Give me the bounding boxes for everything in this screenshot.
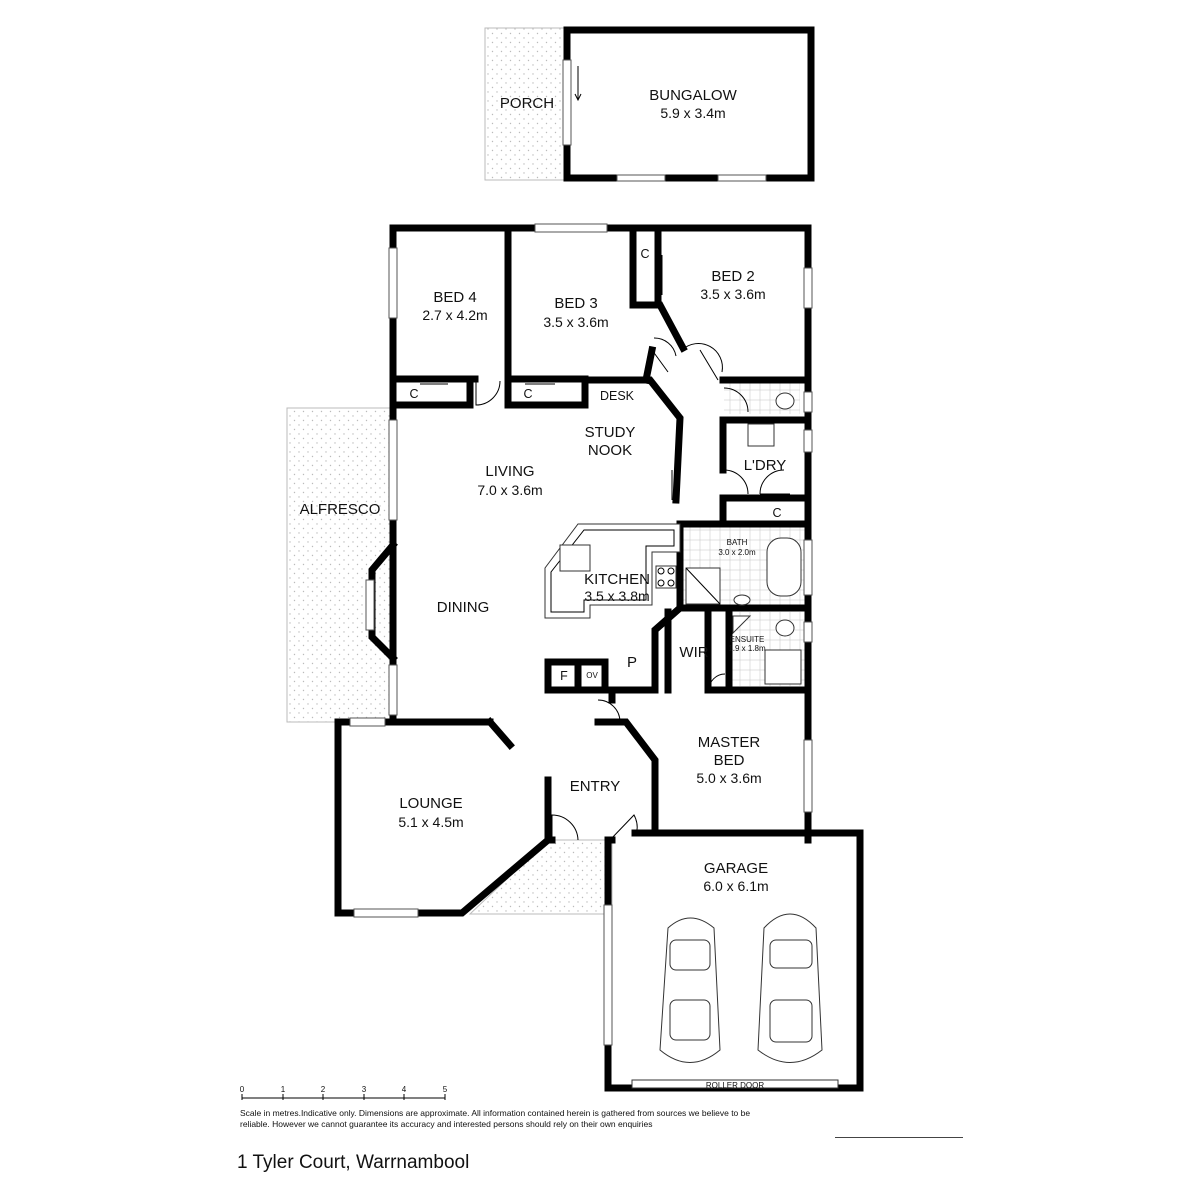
ensuite-label: ENSUITE [730,635,765,644]
cooktop-burner-2 [667,567,675,575]
lounge-top-window [349,717,386,727]
cooktop-burner-1 [657,567,665,575]
lounge-dims: 5.1 x 4.5m [398,814,463,830]
bed4-door [475,380,501,406]
bungalow-dims: 5.9 x 3.4m [660,105,725,121]
entry-door-right [609,814,638,841]
bed4-dims: 2.7 x 4.2m [422,307,487,323]
bed4-window [388,247,398,319]
toilet-top [775,392,795,410]
study-label-1: STUDY [585,424,636,441]
ensuite-basin [732,615,752,635]
lounge-window [353,908,419,918]
kitchen-dims: 3.5 x 3.8m [584,588,649,604]
bed3-dims: 3.5 x 3.6m [543,314,608,330]
car-right-icon [757,913,823,1063]
scale-tick-5: 5 [443,1085,448,1094]
scale-tick-4: 4 [402,1085,407,1094]
wir-door [708,673,726,691]
scale-tick-2: 2 [321,1085,326,1094]
entry-label: ENTRY [570,778,621,795]
scale-bar: 0 1 2 3 4 5 [240,1085,448,1100]
master-label-2: BED [714,752,745,769]
disclaimer-note: Scale in metres.Indicative only. Dimensi… [240,1108,751,1129]
bungalow-door [562,59,572,146]
bungalow-window-1 [616,174,666,182]
garage-label: GARAGE [704,860,768,877]
bungalow-window-2 [717,174,767,182]
master-label-1: MASTER [698,734,761,751]
roller-door-label: ROLLER DOOR [706,1081,764,1090]
ensuite-top-door [723,387,749,413]
cooktop-burner-4 [667,579,675,587]
master-dims: 5.0 x 3.6m [696,770,761,786]
scale-tick-1: 1 [281,1085,286,1094]
bath-dims: 3.0 x 2.0m [718,548,756,557]
kitchen-label: KITCHEN [584,571,650,588]
shower-screen [685,567,721,605]
laundry-window [803,429,813,453]
garage-window [603,904,613,1046]
ensuite-toilet [775,619,795,637]
roller-door [631,1079,839,1089]
bed2-dims: 3.5 x 3.6m [700,286,765,302]
footer-rule [835,1137,963,1138]
entry-deck [468,839,613,915]
garage-dims: 6.0 x 6.1m [703,878,768,894]
fridge-label: F [560,669,568,683]
car-left-icon [659,917,721,1063]
bath-vanity-basin [733,594,751,606]
bed2-window [803,267,813,309]
bed2-label: BED 2 [711,268,754,285]
kitchen-bench-inner [550,529,675,613]
laundry-door [723,469,785,495]
scale-tick-0: 0 [240,1085,245,1094]
laundry-label: L'DRY [744,457,787,474]
entry-door-left [551,814,579,841]
bed4-closet-label: C [409,387,418,401]
bed4-label: BED 4 [433,289,476,306]
bed3-window [534,223,608,233]
lounge-label: LOUNGE [399,795,462,812]
desk-label: DESK [600,389,635,403]
bed2-closet-label: C [640,247,649,261]
kitchen-sink [559,544,591,572]
master-window [803,739,813,813]
bed3-closet-label: C [523,387,532,401]
bungalow-walls [563,26,815,182]
ensuite-shower [764,649,802,685]
scale-tick-3: 3 [362,1085,367,1094]
dining-label: DINING [437,599,490,616]
bed2-door [681,343,723,381]
laundry-tub [747,423,775,447]
laundry-closet-label: C [772,506,781,520]
ensuite-window [803,621,813,643]
ensuite-top-window [803,391,813,413]
study-label-2: NOOK [588,442,632,459]
cooktop [655,565,677,589]
living-window-lower [388,664,398,716]
bathtub [766,537,802,597]
living-label: LIVING [485,463,534,480]
wir-label: WIR [679,644,708,661]
ensuite-dims: 1.9 x 1.8m [728,644,766,653]
porch-deck [484,27,568,181]
pantry-label: P [627,654,637,671]
bed3-door [651,337,677,373]
bed3-label: BED 3 [554,295,597,312]
bungalow-slider-arrow [574,93,582,102]
alfresco-door-glass [388,419,398,521]
property-address: 1 Tyler Court, Warrnambool [237,1152,470,1173]
hall-door [597,699,621,723]
bungalow-label: BUNGALOW [649,87,737,104]
cooktop-burner-3 [657,579,665,587]
oven-label: OV [586,671,598,680]
alfresco-label: ALFRESCO [300,501,381,518]
bath-label: BATH [727,538,748,547]
bay-window-glass [365,579,375,631]
porch-label: PORCH [500,95,554,112]
living-dims: 7.0 x 3.6m [477,482,542,498]
bath-window [803,539,813,596]
